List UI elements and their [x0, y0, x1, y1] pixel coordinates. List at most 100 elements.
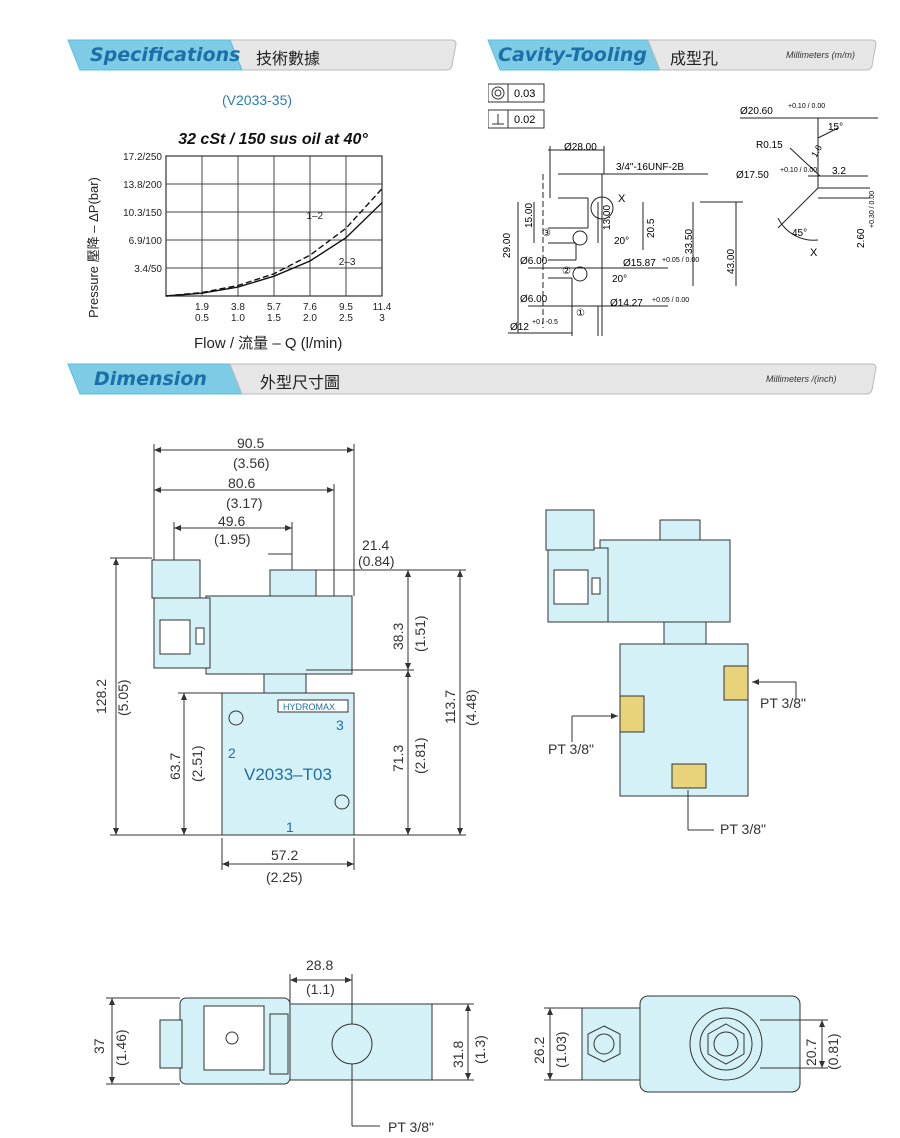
cav-x2: X: [810, 247, 818, 259]
dim-h1282: 128.2: [93, 679, 109, 714]
tol-concentric-value: 0.03: [514, 88, 535, 100]
chart-x-tick-label-bottom: 1.5: [267, 313, 281, 324]
dim-w572i: (2.25): [266, 869, 303, 885]
chart-ylabel: Pressure 壓降 – ΔP(bar): [86, 177, 101, 318]
dim-h637i: (2.51): [189, 745, 205, 782]
chart-x-tick-label-top: 11.4: [373, 302, 392, 313]
dim-h318i: (1.3): [472, 1035, 488, 1064]
cav-ang15: 15°: [828, 122, 843, 133]
chart-x-tick-label-top: 7.6: [303, 302, 317, 313]
dim-w288i: (1.1): [306, 981, 335, 997]
cav-ang20b: 20°: [612, 274, 627, 285]
cav-p2: ②: [562, 266, 571, 277]
cavity-detail: [740, 117, 878, 241]
cav-h205: 20.5: [646, 218, 657, 238]
dim-h713: 71.3: [390, 745, 406, 772]
chart-x-tick-label-bottom: 2.0: [303, 313, 317, 324]
cav-h29: 29.00: [502, 233, 513, 258]
dim-w288: 28.8: [306, 957, 333, 973]
dim-h37: 37: [91, 1038, 107, 1054]
cav-p3: ③: [542, 228, 551, 239]
cav-d2060tol: +0.10 / 0.00: [788, 103, 825, 110]
chart-grid: [165, 155, 383, 297]
chart-series-line: [165, 202, 383, 297]
chart-series-label: 2–3: [339, 257, 356, 268]
dim-w905: 90.5: [237, 435, 264, 451]
dim-w905i: (3.56): [233, 455, 270, 471]
cav-h15: 15.00: [524, 203, 535, 228]
cav-h260tol: +0.30 / 0.00: [869, 191, 876, 228]
side-view: [545, 509, 749, 797]
dim-w806i: (3.17): [226, 495, 263, 511]
spec-title: Specifications: [90, 44, 241, 66]
pressure-flow-chart: 32 cSt / 150 sus oil at 40° 17.2/25013.8…: [86, 131, 392, 352]
port-label-c: PT 3/8": [720, 821, 766, 837]
dim-h262i: (1.03): [553, 1031, 569, 1068]
cavity-subtitle: 成型孔: [670, 49, 719, 68]
front-dim-lines: [110, 444, 466, 870]
bottom-dim-lines: [544, 1007, 828, 1081]
cav-d6b: Ø6.00: [520, 294, 548, 305]
dim-h383: 38.3: [390, 623, 406, 650]
cavity-drawing: 0.03 0.02: [488, 83, 878, 336]
dim-h207: 20.7: [803, 1039, 819, 1066]
cavity-unit: Millimeters (m/m): [786, 50, 855, 60]
chart-series: 1–22–3: [165, 188, 383, 297]
chart-y-tick-label: 10.3/150: [123, 208, 162, 219]
dim-h383i: (1.51): [412, 615, 428, 652]
dim-w572: 57.2: [271, 847, 298, 863]
chart-x-tick-label-top: 1.9: [195, 302, 209, 313]
cav-v32: 3.2: [832, 166, 846, 177]
cav-d1427tol: +0.05 / 0.00: [652, 297, 689, 304]
cav-v16: 1.6: [809, 143, 824, 159]
block-port1: 1: [286, 819, 294, 835]
cav-h335: 33.50: [684, 229, 695, 254]
block-port2: 2: [228, 745, 236, 761]
port-label-a: PT 3/8": [548, 741, 594, 757]
cav-d2060: Ø20.60: [740, 106, 773, 117]
cav-ang45: 45°: [792, 228, 807, 239]
bottom-view: [581, 995, 801, 1093]
cav-d1750tol: +0.10 / 0.00: [780, 167, 817, 174]
dimension-title: Dimension: [94, 368, 207, 390]
chart-x-tick-label-bottom: 0.5: [195, 313, 209, 324]
dim-h637: 63.7: [167, 753, 183, 780]
spec-banner: Specifications 技術數據: [60, 38, 458, 72]
cav-thread: 3/4"-16UNF-2B: [616, 162, 684, 173]
dim-h1137: 113.7: [442, 690, 458, 724]
cav-p1: ①: [576, 308, 585, 319]
dim-h1137i: (4.48): [463, 689, 479, 726]
block-port3: 3: [336, 717, 344, 733]
model-label: (V2033-35): [222, 92, 293, 108]
side-port-leaders: [571, 679, 797, 831]
dim-h37i: (1.46): [113, 1029, 129, 1066]
chart-x-tick-label-bottom: 2.5: [339, 313, 353, 324]
port-label-b: PT 3/8": [760, 695, 806, 711]
port-label-d: PT 3/8": [388, 1119, 434, 1135]
dim-h207i: (0.81): [825, 1033, 841, 1070]
dimension-drawing: HYDROMAX 3 2 1 V2033–T03: [91, 435, 841, 1135]
cav-d1750: Ø17.50: [736, 170, 769, 181]
dim-w214i: (0.84): [358, 553, 395, 569]
cav-d12tol: +0 / -0.5: [532, 319, 558, 326]
dimension-banner: Dimension 外型尺寸圖 Millimeters /(inch): [60, 362, 878, 396]
dim-h713i: (2.81): [412, 737, 428, 774]
cavity-profile: [508, 146, 743, 336]
chart-xlabel: Flow / 流量 – Q (l/min): [194, 335, 342, 352]
cav-x1: X: [618, 193, 626, 205]
top-view: [159, 997, 433, 1085]
dim-w806: 80.6: [228, 475, 255, 491]
cavity-banner: Cavity-Tooling 成型孔 Millimeters (m/m): [480, 38, 878, 72]
dim-w214: 21.4: [362, 537, 389, 553]
chart-y-tick-label: 17.2/250: [123, 152, 162, 163]
cav-d28: Ø28.00: [564, 142, 597, 153]
cavity-banner-shape: [487, 39, 877, 71]
cav-h13: 13.00: [602, 205, 613, 230]
cav-h260: 2.60: [856, 228, 867, 248]
cav-d12: Ø12: [510, 322, 529, 333]
cavity-title: Cavity-Tooling: [498, 44, 647, 66]
front-view: [151, 559, 355, 836]
chart-y-tick-label: 13.8/200: [123, 180, 162, 191]
chart-x-tick-label-top: 5.7: [267, 302, 281, 313]
